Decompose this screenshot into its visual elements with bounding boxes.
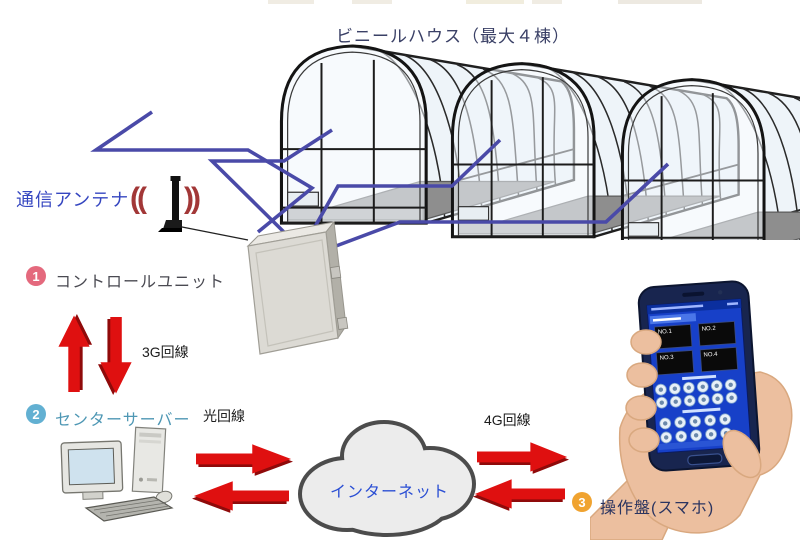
- arrow-left-icon: [473, 479, 565, 511]
- cropped-title-fragment: [532, 0, 562, 4]
- internet-label: インターネット: [330, 484, 450, 501]
- fingertip: [625, 395, 657, 421]
- thumb: [722, 429, 762, 479]
- step-number-2: 2: [32, 406, 40, 422]
- arrow-down-icon: [98, 317, 132, 395]
- operation-panel-label: 操作盤(スマホ): [600, 500, 715, 517]
- antenna-label: 通信アンテナ: [16, 190, 130, 210]
- panel-label-2: NO.2: [702, 326, 717, 333]
- arrow-right-icon: [477, 442, 569, 474]
- line-4g-label: 4G回線: [484, 412, 531, 428]
- smartphone-in-hand: NO.1 NO.2 NO.3 NO.4: [590, 280, 793, 540]
- speaker: [682, 291, 705, 297]
- smartphone: NO.1 NO.2 NO.3 NO.4: [637, 280, 761, 472]
- arrow-left-icon: [192, 481, 289, 513]
- cable-house4: [319, 162, 670, 254]
- control-unit-box: [246, 220, 349, 355]
- antenna-feed-line: [176, 225, 249, 241]
- cable-house1: [90, 110, 316, 234]
- step-badge-3: 3: [572, 492, 592, 512]
- step-badge-1: 1: [26, 266, 46, 286]
- step-number-3: 3: [578, 494, 586, 510]
- cropped-title-fragment: [466, 0, 524, 4]
- panel-label-3: NO.3: [659, 355, 674, 362]
- diagram-title: ビニールハウス（最大４棟）: [336, 27, 570, 46]
- home-button: [687, 453, 723, 466]
- panel-label-4: NO.4: [703, 352, 718, 359]
- server-computer-icon: [60, 426, 174, 522]
- fingertip: [628, 427, 660, 453]
- cropped-title-fragment: [618, 0, 702, 4]
- arrow-up-icon: [58, 314, 92, 392]
- fingertip: [630, 329, 662, 355]
- arrow-right-icon: [196, 444, 293, 476]
- step-badge-2: 2: [26, 404, 46, 424]
- cable-house2: [207, 128, 333, 242]
- house-monitor-panels: NO.1 NO.2 NO.3 NO.4: [654, 320, 739, 376]
- cable-house3: [302, 138, 502, 247]
- step-number-1: 1: [32, 268, 40, 284]
- line-optical-label: 光回線: [203, 408, 245, 424]
- cropped-title-fragment: [268, 0, 314, 4]
- panel-label-1: NO.1: [658, 329, 673, 336]
- fingertip: [626, 362, 658, 388]
- center-server-label: センターサーバー: [55, 412, 191, 429]
- radio-wave-right: )): [184, 182, 201, 215]
- front-camera: [718, 290, 723, 295]
- cropped-title-fragment: [352, 0, 392, 4]
- internet-cloud: [298, 420, 476, 537]
- antenna-icon: [158, 176, 182, 232]
- radio-wave-left: ((: [130, 182, 147, 215]
- control-unit-label: コントロールユニット: [55, 274, 226, 291]
- line-3g-label: 3G回線: [142, 344, 189, 360]
